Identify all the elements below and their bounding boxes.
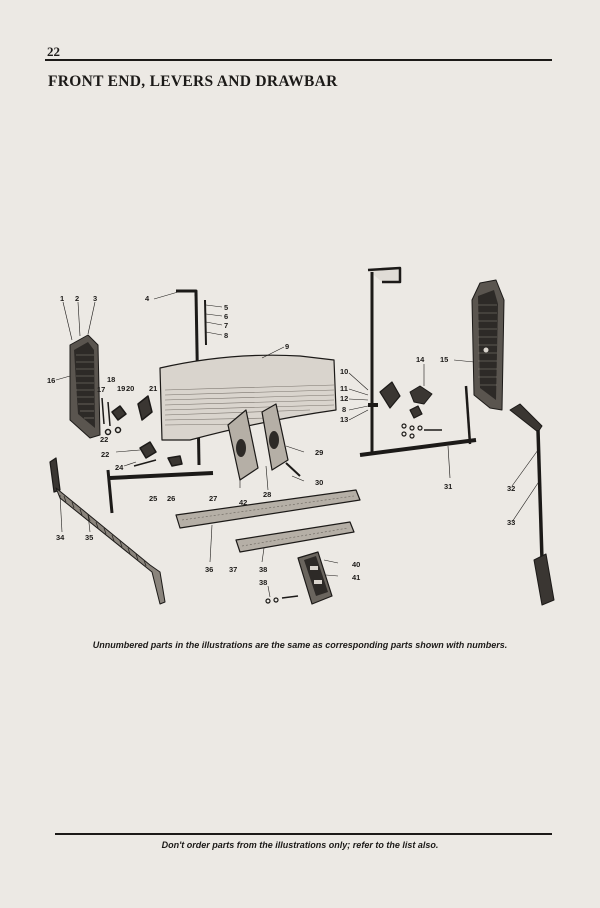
callout-9: 9 (285, 342, 289, 351)
left-small-hardware (101, 395, 183, 467)
right-small-hardware (379, 381, 442, 439)
callout-14: 14 (416, 355, 425, 364)
callout-42: 42 (239, 498, 247, 507)
callout-40: 40 (352, 560, 360, 569)
left-long-bar (49, 457, 166, 605)
right-grille-panel (471, 279, 505, 411)
callout-41: 41 (352, 573, 360, 582)
callout-29: 29 (315, 448, 323, 457)
top-rule (45, 59, 552, 61)
callout-32: 32 (507, 484, 515, 493)
callout-10: 10 (340, 367, 348, 376)
callout-7: 7 (224, 321, 228, 330)
callout-19: 19 (117, 384, 125, 393)
callout-6: 6 (224, 312, 228, 321)
callout-labels: 1 2 3 4 5 6 7 8 9 10 11 12 8 13 14 15 16… (47, 294, 515, 587)
page-number: 22 (47, 44, 60, 59)
right-side-bar (509, 403, 555, 606)
callout-26: 26 (167, 494, 175, 503)
callout-1: 1 (60, 294, 64, 303)
left-grille-panel (69, 334, 101, 439)
callout-12: 12 (340, 394, 348, 403)
callout-13: 13 (340, 415, 348, 424)
callout-31: 31 (444, 482, 452, 491)
callout-20: 20 (126, 384, 134, 393)
callout-2: 2 (75, 294, 79, 303)
right-lever-rod (359, 266, 477, 457)
callout-5: 5 (224, 303, 228, 312)
callout-33: 33 (507, 518, 515, 527)
page-title: FRONT END, LEVERS AND DRAWBAR (48, 73, 338, 90)
drawbar-clevis (265, 551, 333, 605)
callout-18: 18 (107, 375, 115, 384)
lower-drawbar-plate (235, 521, 355, 553)
callout-4: 4 (145, 294, 150, 303)
callout-25: 25 (149, 494, 157, 503)
callout-37: 37 (229, 565, 237, 574)
callout-28: 28 (263, 490, 271, 499)
callout-22b: 22 (101, 450, 109, 459)
callout-30: 30 (315, 478, 323, 487)
callout-17: 17 (97, 385, 105, 394)
footer-note: Don't order parts from the illustrations… (161, 840, 439, 850)
hood-shell (159, 354, 337, 441)
callout-35: 35 (85, 533, 93, 542)
callout-16: 16 (47, 376, 55, 385)
callout-34: 34 (56, 533, 65, 542)
bottom-rule (55, 833, 552, 835)
callout-3: 3 (93, 294, 97, 303)
callout-8: 8 (224, 331, 228, 340)
leader-lines (55, 291, 541, 598)
upper-drawbar-plate (175, 489, 361, 529)
callout-24: 24 (115, 463, 124, 472)
callout-22: 22 (100, 435, 108, 444)
callout-36: 36 (205, 565, 213, 574)
callout-38: 38 (259, 565, 267, 574)
callout-15: 15 (440, 355, 448, 364)
callout-38b: 38 (259, 578, 267, 587)
unnumbered-parts-note: Unnumbered parts in the illustrations ar… (92, 640, 508, 650)
callout-21: 21 (149, 384, 157, 393)
callout-11: 11 (340, 384, 348, 393)
front-brackets (227, 403, 301, 481)
left-axle-bar (106, 469, 214, 514)
callout-27: 27 (209, 494, 217, 503)
callout-8b: 8 (342, 405, 346, 414)
